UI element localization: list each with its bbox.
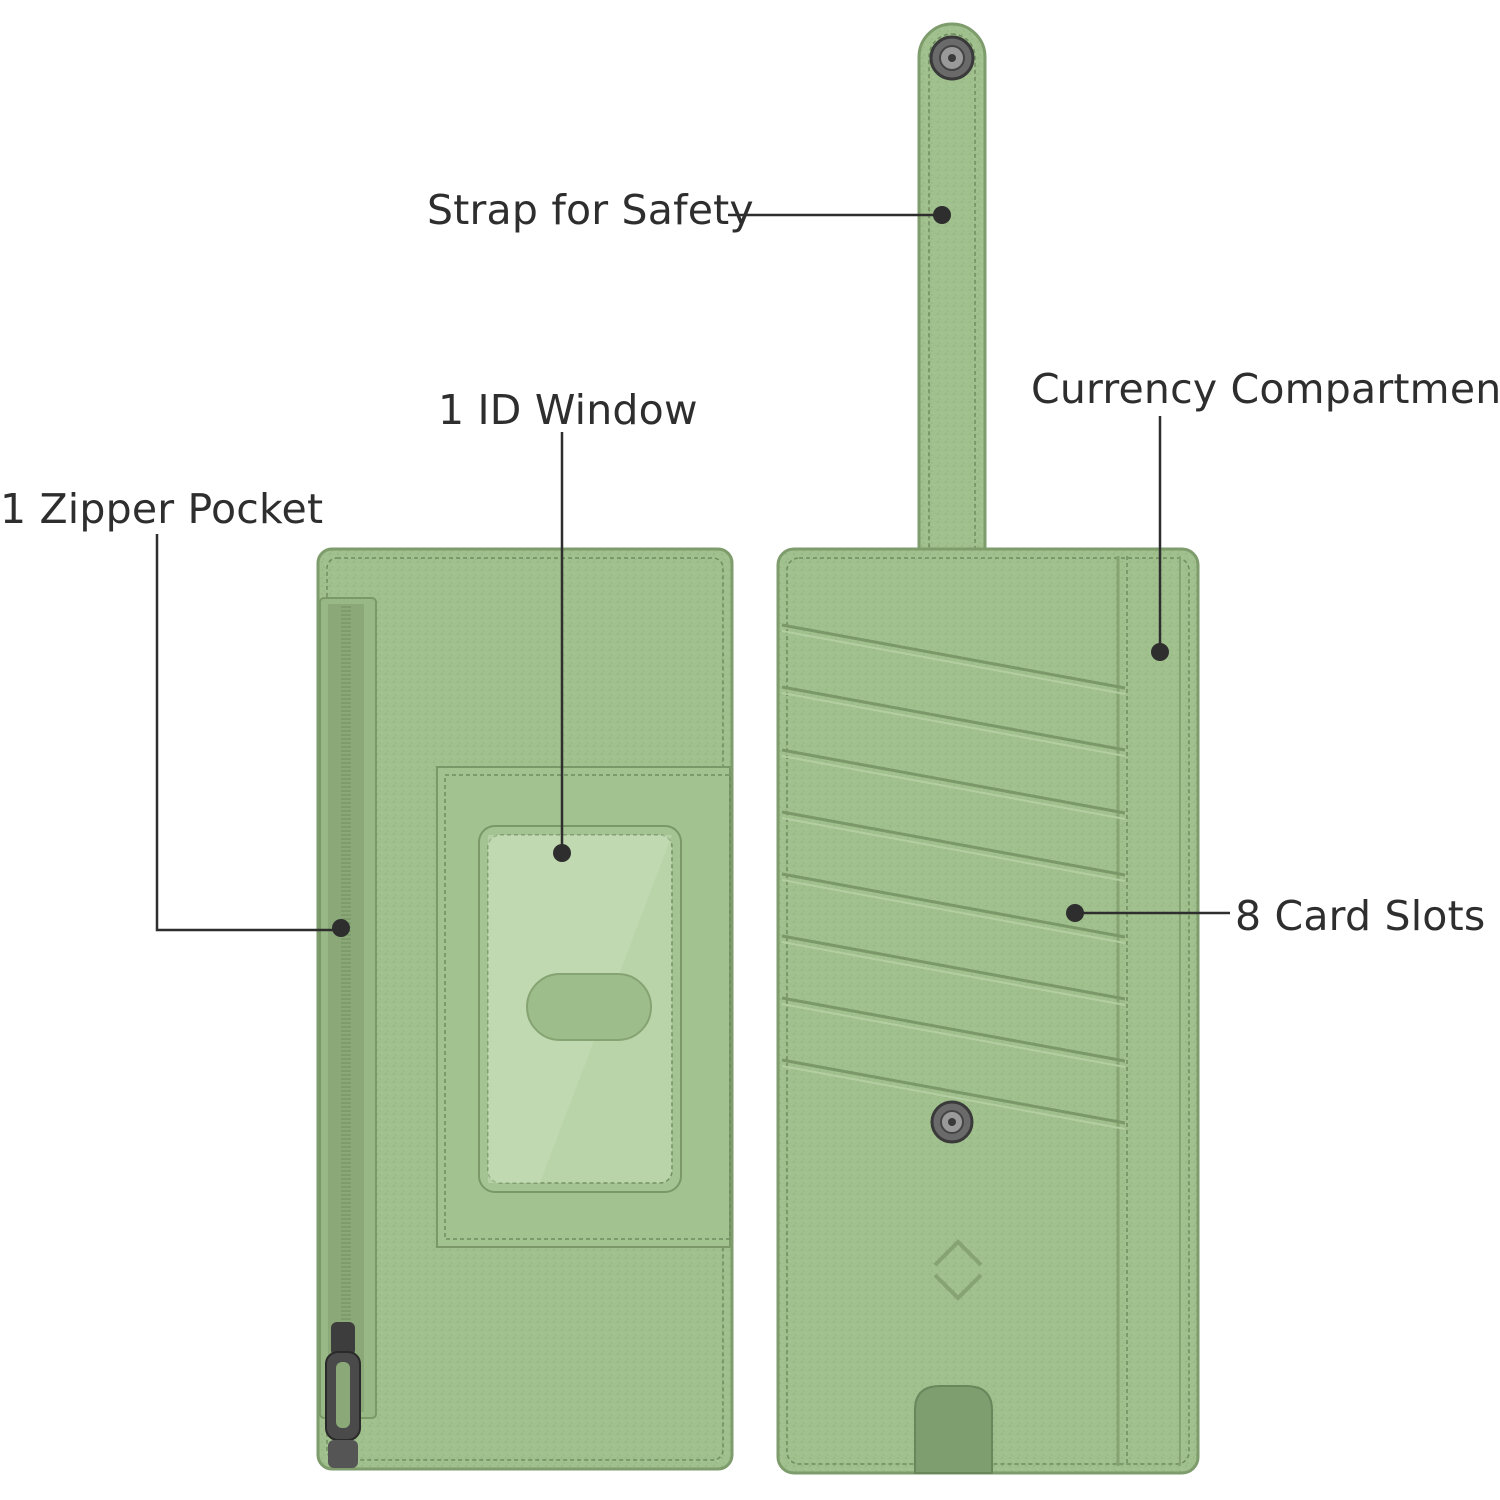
card-slots [781, 623, 1126, 1125]
brand-logo-icon [933, 1239, 983, 1301]
snap-button-icon[interactable] [930, 1100, 974, 1144]
currency-compartment-label: Currency Compartment [1031, 365, 1500, 413]
currency-compartment [1116, 556, 1181, 1466]
left-wallet-panel [316, 547, 734, 1471]
cards-callout-dot [1066, 904, 1084, 922]
card-slots-label: 8 Card Slots [1235, 892, 1486, 940]
strap-for-safety-label: Strap for Safety [427, 186, 754, 234]
callout-lines [155, 213, 1230, 932]
id-window-pocket [436, 766, 731, 1248]
zipper-pull-icon[interactable] [325, 1322, 361, 1468]
strap-callout-dot [933, 206, 951, 224]
right-wallet-panel [776, 22, 1200, 1475]
snap-button-icon[interactable] [929, 35, 975, 81]
id-window-label: 1 ID Window [438, 386, 698, 434]
safety-strap[interactable] [917, 22, 987, 596]
zipper-pocket-label: 1 Zipper Pocket [0, 485, 324, 533]
id-callout-dot [553, 844, 571, 862]
currency-callout-dot [1151, 643, 1169, 661]
zipper-pocket [319, 597, 377, 1419]
zipper-callout-line [155, 534, 341, 932]
pull-tab[interactable] [914, 1385, 993, 1474]
callout-dots [332, 206, 1169, 937]
zipper-callout-dot [332, 919, 350, 937]
